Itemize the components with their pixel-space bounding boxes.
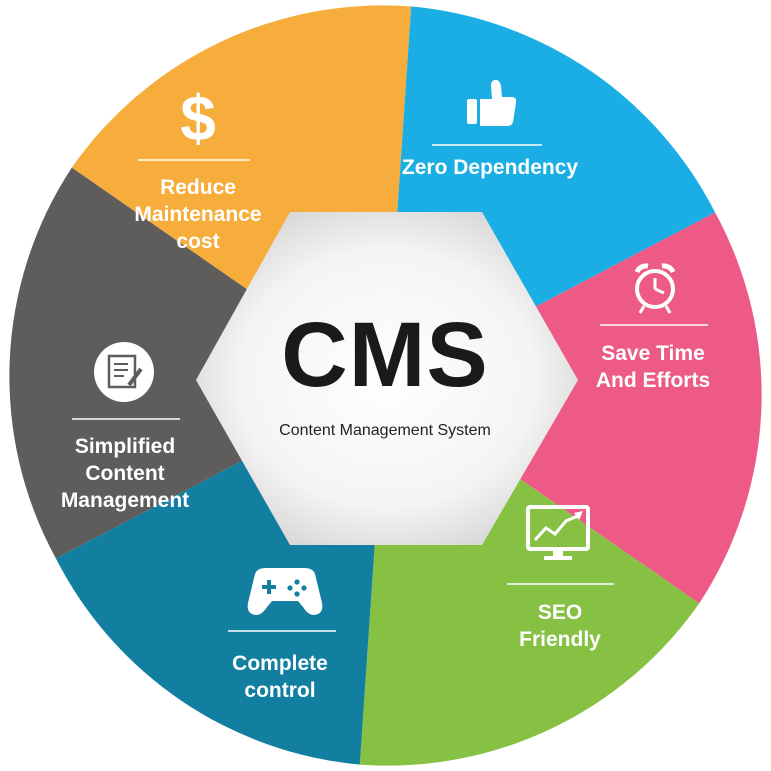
center-title: CMS: [281, 304, 489, 406]
label-seo-friendly: SEO Friendly: [519, 601, 601, 651]
document-edit-icon: [94, 342, 154, 402]
label-complete-control: Complete control: [232, 652, 328, 702]
label-simplified-content: Simplified Content Management: [60, 435, 190, 512]
thumbs-up-icon: [467, 79, 517, 126]
svg-text:$: $: [180, 82, 216, 154]
label-reduce-maintenance: Reduce Maintenance cost: [134, 176, 262, 253]
label-save-time: Save Time And Efforts: [595, 342, 711, 392]
dollar-icon: $: [180, 82, 216, 154]
alarm-clock-icon: [634, 263, 676, 314]
label-zero-dependency: Zero Dependency: [401, 156, 579, 179]
analytics-monitor-icon: [526, 505, 590, 560]
center-hexagon: [196, 212, 578, 545]
gamepad-icon: [247, 568, 323, 615]
segment-simplified-content: [9, 167, 386, 559]
center-subtitle: Content Management System: [279, 422, 491, 439]
